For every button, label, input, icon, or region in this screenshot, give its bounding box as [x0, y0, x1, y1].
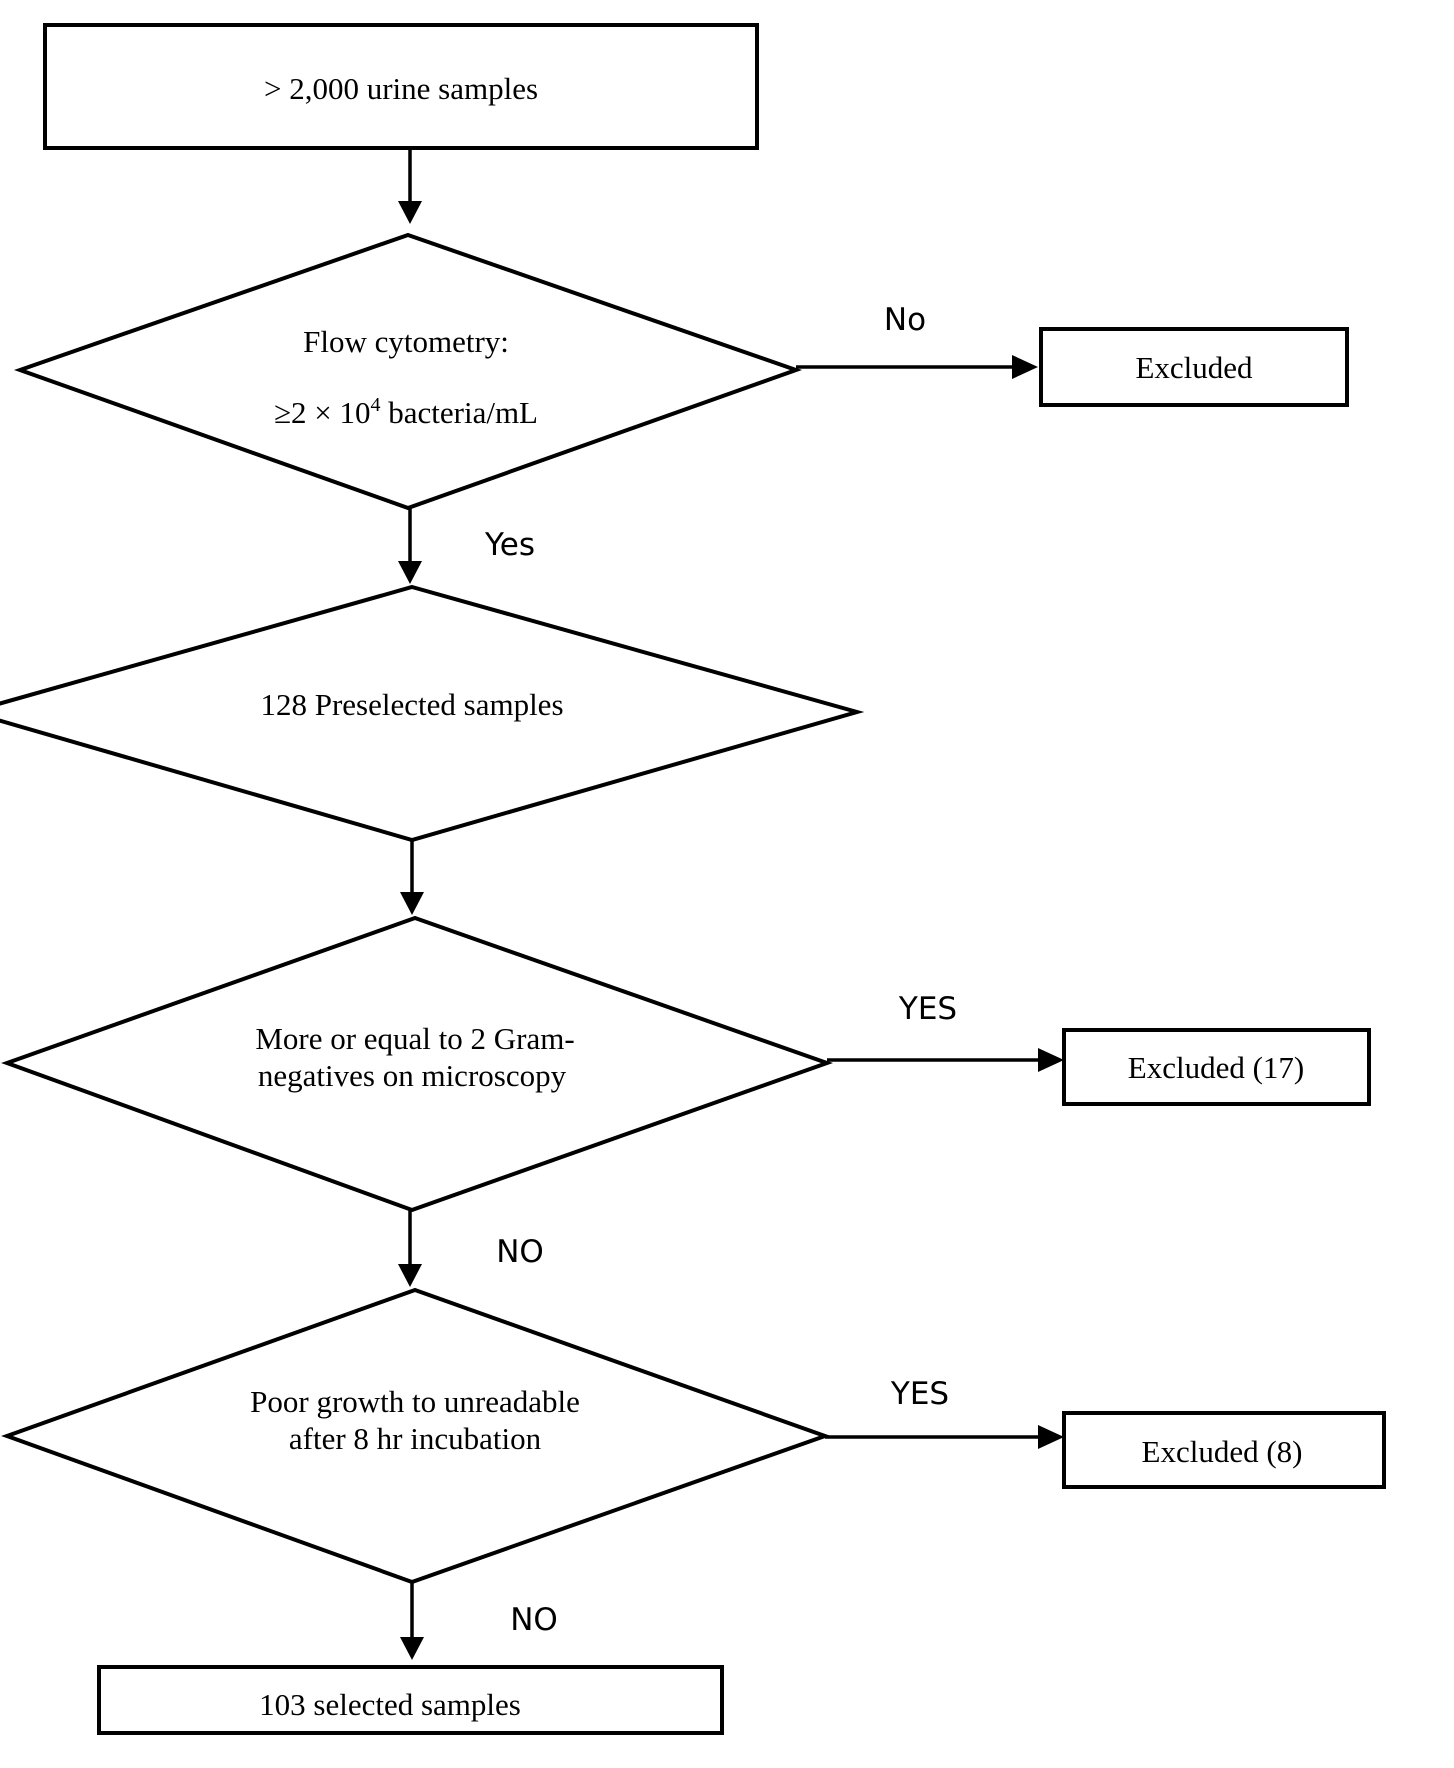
arrow-preselected-to-gram — [400, 840, 424, 915]
flow-cytometry-threshold: ≥2 × 10 — [274, 395, 371, 430]
arrow-gram-no-to-growth — [398, 1210, 422, 1287]
selected-node-label: 103 selected samples — [259, 1687, 521, 1722]
excluded-node-1: Excluded — [1039, 327, 1349, 407]
gram-yes-label: YES — [898, 991, 957, 1027]
flow-no-label: No — [884, 302, 926, 338]
gram-negatives-line2: negatives on microscopy — [258, 1058, 567, 1093]
excluded-node-3-label: Excluded (8) — [1142, 1434, 1303, 1469]
arrow-start-to-flow — [398, 148, 422, 224]
growth-yes-label: YES — [890, 1376, 949, 1412]
flow-cytometry-decision: Flow cytometry: ≥2 × 104 bacteria/mL — [13, 232, 803, 511]
arrow-flow-no-to-excluded — [796, 355, 1038, 379]
gram-negatives-decision: More or equal to 2 Gram- negatives on mi… — [1, 915, 834, 1213]
gram-negatives-line1: More or equal to 2 Gram- — [255, 1021, 574, 1056]
excluded-node-1-label: Excluded — [1135, 350, 1253, 385]
arrow-flow-yes-to-preselected — [398, 508, 422, 584]
excluded-node-3: Excluded (8) — [1062, 1411, 1386, 1489]
start-node: > 2,000 urine samples — [43, 23, 759, 150]
selected-node: 103 selected samples — [97, 1665, 724, 1735]
start-node-label: > 2,000 urine samples — [264, 71, 538, 106]
flow-cytometry-unit: bacteria/mL — [381, 395, 539, 430]
preselected-node: 128 Preselected samples — [0, 584, 865, 843]
flow-yes-label: Yes — [484, 527, 535, 563]
flow-cytometry-exponent: 4 — [371, 394, 381, 416]
growth-no-label: NO — [510, 1602, 558, 1638]
poor-growth-decision: Poor growth to unreadable after 8 hr inc… — [1, 1287, 831, 1585]
arrow-growth-yes-to-excluded — [825, 1425, 1064, 1449]
excluded-node-2-label: Excluded (17) — [1128, 1050, 1304, 1085]
flow-cytometry-line1: Flow cytometry: — [303, 324, 509, 359]
arrow-growth-no-to-selected — [400, 1582, 424, 1660]
flow-cytometry-line2: ≥2 × 104 bacteria/mL — [274, 394, 538, 430]
excluded-node-2: Excluded (17) — [1062, 1028, 1371, 1106]
poor-growth-line2: after 8 hr incubation — [289, 1421, 542, 1456]
preselected-node-label: 128 Preselected samples — [260, 687, 563, 722]
gram-no-label: NO — [496, 1234, 544, 1270]
poor-growth-line1: Poor growth to unreadable — [250, 1384, 580, 1419]
arrow-gram-yes-to-excluded — [827, 1048, 1064, 1072]
